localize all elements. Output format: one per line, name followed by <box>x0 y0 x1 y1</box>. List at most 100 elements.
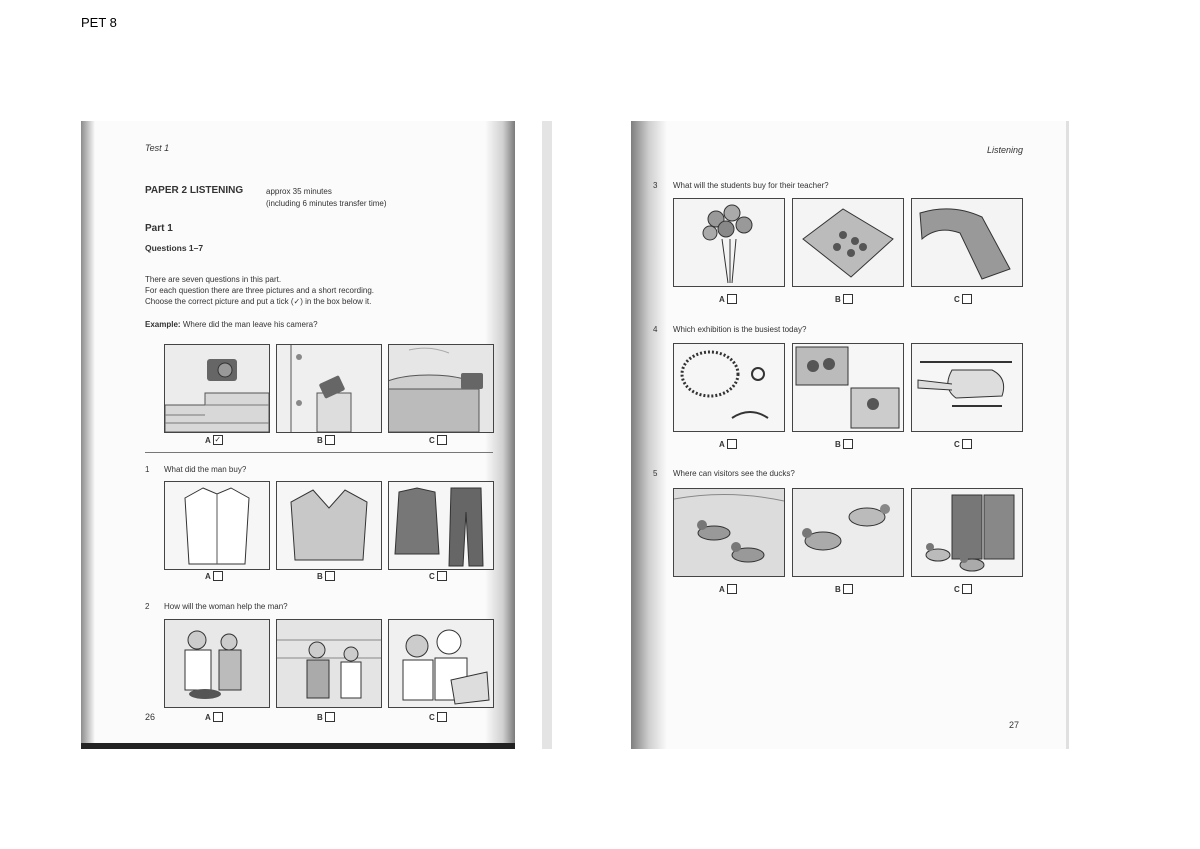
question-5-number: 5 <box>653 469 658 478</box>
question-3-answer-a-checkbox[interactable] <box>726 294 737 304</box>
instruction-line: Choose the correct picture and put a tic… <box>145 297 372 306</box>
question-4-answer-b-checkbox[interactable] <box>842 439 853 449</box>
camera-by-fountain-illustration <box>389 345 493 432</box>
question-5-answer-c-checkbox[interactable] <box>961 584 972 594</box>
question-1-answer-b-checkbox[interactable] <box>324 571 335 581</box>
question-4-number: 4 <box>653 325 658 334</box>
suit-illustration <box>389 482 493 569</box>
example-picture-a <box>164 344 270 433</box>
question-3-number: 3 <box>653 181 658 190</box>
using-laptop-illustration <box>389 620 493 707</box>
question-3-picture-b <box>792 198 904 287</box>
flower-bouquet-illustration <box>674 199 784 286</box>
page-number: 27 <box>1009 720 1020 730</box>
chocolate-box-illustration <box>793 199 903 286</box>
question-1-picture-a <box>164 481 270 570</box>
example-picture-c <box>388 344 494 433</box>
question-2-picture-b <box>276 619 382 708</box>
question-2-answer-a-checkbox[interactable] <box>212 712 223 722</box>
option-a-label: A <box>205 712 211 722</box>
page-gutter-shadow <box>631 121 667 749</box>
question-1-picture-c <box>388 481 494 570</box>
question-4-answer-c-checkbox[interactable] <box>961 439 972 449</box>
right-page: Listening 3 What will the students buy f… <box>631 121 1069 749</box>
jewellery-illustration <box>674 344 784 431</box>
example-divider <box>145 452 493 453</box>
option-c-label: C <box>954 584 960 594</box>
running-head: Listening <box>986 145 1023 155</box>
question-4-picture-a <box>673 343 785 432</box>
option-b-label: B <box>317 571 323 581</box>
question-4-picture-c <box>911 343 1023 432</box>
question-3-answer-b-checkbox[interactable] <box>842 294 853 304</box>
question-5-answer-a-checkbox[interactable] <box>726 584 737 594</box>
option-b-label: B <box>835 439 841 449</box>
question-1-number: 1 <box>145 465 150 474</box>
time-allowance: approx 35 minutes <box>266 187 332 196</box>
page-gutter-shadow <box>81 121 95 743</box>
book-spine-strip <box>542 121 552 749</box>
option-a-label: A <box>205 571 211 581</box>
example-label: Example: <box>145 320 181 329</box>
instruction-line: For each question there are three pictur… <box>145 286 375 295</box>
instruction-line: There are seven questions in this part. <box>145 275 282 284</box>
sweater-illustration <box>277 482 381 569</box>
bird-paintings-illustration <box>793 344 903 431</box>
supermarket-shopping-illustration <box>277 620 381 707</box>
document-label: PET 8 <box>81 15 117 30</box>
helicopter-illustration <box>912 344 1022 431</box>
question-2-number: 2 <box>145 602 150 611</box>
part-heading: Part 1 <box>145 223 173 234</box>
question-4-picture-b <box>792 343 904 432</box>
example-question: Where did the man leave his camera? <box>182 320 318 329</box>
example-answer-c-checkbox[interactable] <box>436 435 447 445</box>
question-4-text: Which exhibition is the busiest today? <box>673 325 807 334</box>
example-answer-a-checkbox[interactable]: ✓ <box>212 435 223 445</box>
question-1-picture-b <box>276 481 382 570</box>
option-b-label: B <box>317 435 323 445</box>
question-2-answer-c-checkbox[interactable] <box>436 712 447 722</box>
option-a-label: A <box>719 439 725 449</box>
option-c-label: C <box>954 439 960 449</box>
question-1-answer-a-checkbox[interactable] <box>212 571 223 581</box>
question-2-answer-b-checkbox[interactable] <box>324 712 335 722</box>
question-5-answer-b-checkbox[interactable] <box>842 584 853 594</box>
question-5-picture-a <box>673 488 785 577</box>
question-5-picture-c <box>911 488 1023 577</box>
option-a-label: A <box>719 584 725 594</box>
question-3-picture-c <box>911 198 1023 287</box>
shirt-illustration <box>165 482 269 569</box>
question-4-answer-a-checkbox[interactable] <box>726 439 737 449</box>
page-edge <box>1066 121 1069 749</box>
cooking-together-illustration <box>165 620 269 707</box>
option-b-label: B <box>835 294 841 304</box>
question-3-answer-c-checkbox[interactable] <box>961 294 972 304</box>
ducks-by-bins-illustration <box>912 489 1022 576</box>
question-2-picture-a <box>164 619 270 708</box>
paper-title: PAPER 2 LISTENING <box>145 185 244 196</box>
question-5-picture-b <box>792 488 904 577</box>
question-5-text: Where can visitors see the ducks? <box>673 469 795 478</box>
option-a-label: A <box>719 294 725 304</box>
transfer-time-note: (including 6 minutes transfer time) <box>266 199 387 208</box>
option-a-label: A <box>205 435 211 445</box>
example-picture-b <box>276 344 382 433</box>
questions-range: Questions 1–7 <box>145 243 204 253</box>
option-c-label: C <box>429 571 435 581</box>
question-3-text: What will the students buy for their tea… <box>673 181 829 190</box>
option-c-label: C <box>429 712 435 722</box>
question-2-picture-c <box>388 619 494 708</box>
camera-in-pocket-illustration <box>277 345 381 432</box>
option-c-label: C <box>954 294 960 304</box>
camera-on-steps-illustration <box>165 345 269 432</box>
question-3-picture-a <box>673 198 785 287</box>
example-answer-b-checkbox[interactable] <box>324 435 335 445</box>
question-1-answer-c-checkbox[interactable] <box>436 571 447 581</box>
option-c-label: C <box>429 435 435 445</box>
ducks-on-pond-illustration <box>674 489 784 576</box>
ducks-on-grass-illustration <box>793 489 903 576</box>
question-1-text: What did the man buy? <box>164 465 247 474</box>
left-page: Test 1 PAPER 2 LISTENING approx 35 minut… <box>81 121 515 749</box>
scarf-illustration <box>912 199 1022 286</box>
option-b-label: B <box>835 584 841 594</box>
